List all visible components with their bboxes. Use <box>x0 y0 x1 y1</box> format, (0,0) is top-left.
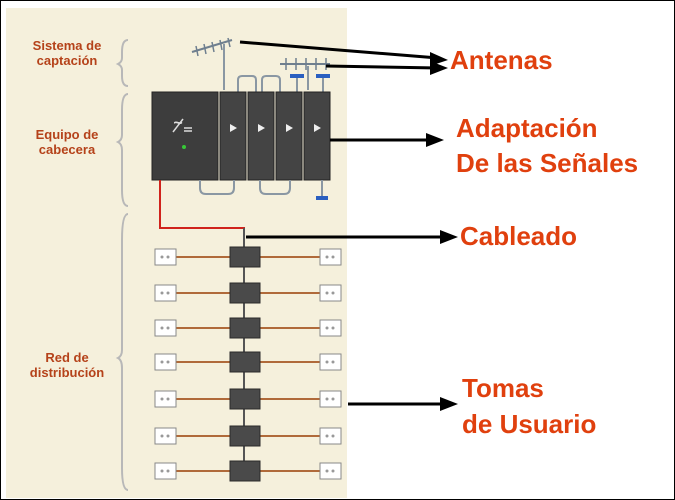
distribution-row <box>154 460 342 482</box>
antenna-2-icon <box>280 58 330 90</box>
distribution-row <box>154 246 342 268</box>
connector-blue <box>316 74 330 78</box>
user-outlet-icon <box>319 284 342 302</box>
user-outlet-icon <box>319 390 342 408</box>
brace-cabecera <box>115 93 129 207</box>
user-outlet-icon <box>319 462 342 480</box>
distribution-row <box>154 425 342 447</box>
callout-cableado: Cableado <box>460 221 578 251</box>
user-outlet-icon <box>154 390 177 408</box>
splitter-box <box>229 317 261 339</box>
user-outlet-icon <box>154 284 177 302</box>
headend-main-module: ~ <box>151 91 219 181</box>
user-outlet-icon <box>154 248 177 266</box>
distribution-rows <box>154 246 342 482</box>
user-outlet-icon <box>319 353 342 371</box>
user-outlet-icon <box>154 462 177 480</box>
connector-blue <box>316 196 328 200</box>
splitter-box <box>229 351 261 373</box>
connector-blue <box>290 74 304 78</box>
splitter-box <box>229 460 261 482</box>
distribution-row <box>154 351 342 373</box>
arrows <box>239 40 458 411</box>
user-outlet-icon <box>319 248 342 266</box>
distribution-row <box>154 282 342 304</box>
splitter-box <box>229 282 261 304</box>
splitter-box <box>229 425 261 447</box>
user-outlet-icon <box>319 427 342 445</box>
callout-tomas-line1: Tomas <box>462 373 544 403</box>
label-red-distribucion: Red de distribución <box>29 350 105 380</box>
user-outlet-icon <box>154 319 177 337</box>
callout-adaptacion-line2: De las Señales <box>456 148 639 178</box>
user-outlet-icon <box>154 353 177 371</box>
label-equipo-cabecera: Equipo de cabecera <box>35 127 99 157</box>
splitter-box <box>229 246 261 268</box>
user-outlet-icon <box>319 319 342 337</box>
callout-tomas-line2: de Usuario <box>462 409 597 439</box>
svg-text:~: ~ <box>173 115 182 132</box>
antenna-1-icon <box>191 37 233 90</box>
distribution-row <box>154 317 342 339</box>
splitter-box <box>229 388 261 410</box>
headend-bottom-cables <box>199 180 291 195</box>
label-sistema-captacion: Sistema de captación <box>32 38 102 68</box>
antenna-cables <box>237 75 281 92</box>
callout-adaptacion-line1: Adaptación <box>456 113 598 143</box>
brace-captacion <box>115 39 129 87</box>
distribution-row <box>154 388 342 410</box>
headend-amplifier-modules <box>219 91 331 181</box>
user-outlet-icon <box>154 427 177 445</box>
brace-distribucion <box>115 213 129 491</box>
callout-antenas: Antenas <box>450 45 553 75</box>
